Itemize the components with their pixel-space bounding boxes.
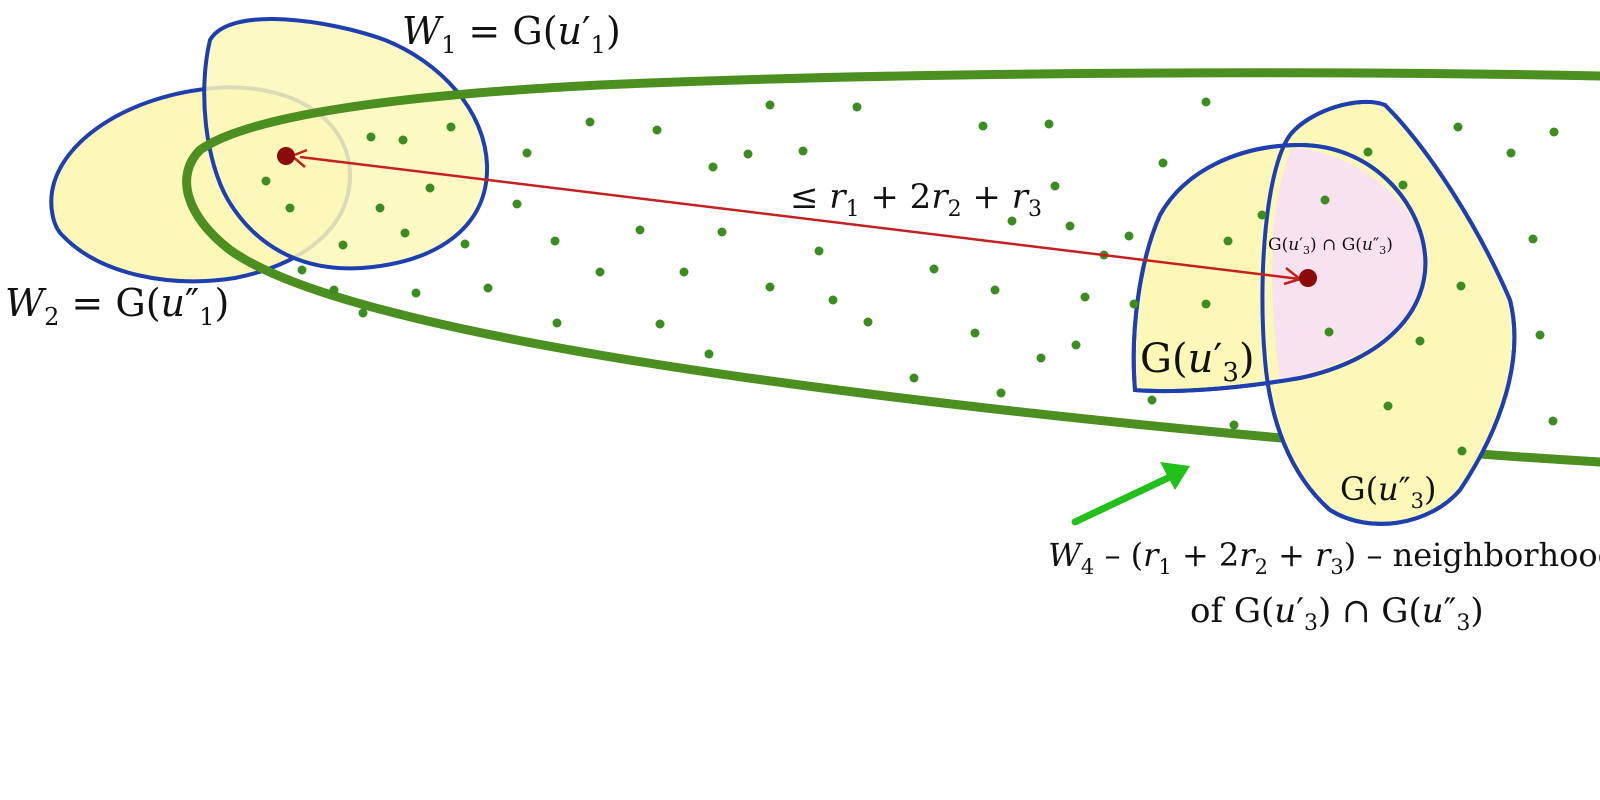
green-dot (929, 264, 939, 274)
green-dot (996, 388, 1006, 398)
label-w2: W2 = G(u″1) (5, 281, 229, 331)
label-w4-line2: of G(u′3) ∩ G(u″3) (1190, 591, 1484, 636)
green-dot (1201, 97, 1211, 107)
green-dot (679, 267, 689, 277)
green-dot (366, 132, 376, 142)
green-dot (261, 176, 271, 186)
green-dot (635, 225, 645, 235)
green-dot (765, 100, 775, 110)
green-dot (1080, 292, 1090, 302)
green-dot (704, 349, 714, 359)
green-arrow-icon (1071, 462, 1190, 526)
red-dot-icon (1299, 269, 1317, 287)
green-dot (1383, 401, 1393, 411)
green-dot (1147, 395, 1157, 405)
green-dot (1548, 416, 1558, 426)
green-dot (1453, 122, 1463, 132)
green-dot (512, 199, 522, 209)
green-dot (978, 121, 988, 131)
green-dot (1457, 446, 1467, 456)
green-dot (1528, 234, 1538, 244)
green-dot (1363, 147, 1373, 157)
green-dot (411, 288, 421, 298)
green-dot (909, 373, 919, 383)
green-dot (1506, 148, 1516, 158)
green-dot (338, 240, 348, 250)
green-dot (1456, 281, 1466, 291)
green-dot (1257, 210, 1267, 220)
green-dot (1065, 221, 1075, 231)
green-dot (863, 317, 873, 327)
green-dot (1124, 231, 1134, 241)
green-dot (522, 148, 532, 158)
green-dot (1398, 180, 1408, 190)
green-dot (655, 319, 665, 329)
green-dot (1158, 158, 1168, 168)
green-dot (1036, 353, 1046, 363)
green-dot (1229, 420, 1239, 430)
green-dot (483, 283, 493, 293)
green-dot (1050, 181, 1060, 191)
intersection-label: G(u′3) ∩ G(u″3) (1268, 235, 1393, 257)
green-dot (708, 162, 718, 172)
blob-g-u3-dprime-outline (1260, 99, 1517, 526)
green-dot (550, 236, 560, 246)
green-dot (1415, 336, 1425, 346)
green-dot (285, 203, 295, 213)
green-dot (717, 227, 727, 237)
blob-w1 (202, 17, 490, 271)
green-dot (297, 265, 307, 275)
green-dot (970, 328, 980, 338)
green-dot (1223, 236, 1233, 246)
green-dot (1071, 340, 1081, 350)
green-dot (652, 125, 662, 135)
green-dot (743, 149, 753, 159)
green-dot (425, 183, 435, 193)
label-g-u3-dprime: G(u″3) (1340, 470, 1436, 513)
label-g-u3-prime: G(u′3) (1140, 336, 1255, 388)
green-dot (375, 203, 385, 213)
green-dot (798, 146, 808, 156)
green-dot (398, 135, 408, 145)
green-dot (329, 285, 339, 295)
green-dot (828, 295, 838, 305)
green-dot (1007, 216, 1017, 226)
green-dot (1535, 330, 1545, 340)
red-dot-icon (277, 147, 295, 165)
label-w1: W1 = G(u′1) (402, 9, 621, 59)
green-dot (990, 285, 1000, 295)
intersection-region (1272, 148, 1425, 380)
green-dot (1201, 299, 1211, 309)
green-dot (1324, 327, 1334, 337)
green-dot (814, 246, 824, 256)
green-dot (765, 282, 775, 292)
green-dot (1044, 119, 1054, 129)
distance-label: ≤ r1 + 2r2 + r3 (790, 177, 1042, 222)
green-dot (585, 117, 595, 127)
neighborhood-w4 (182, 68, 1600, 467)
green-dot (1549, 127, 1559, 137)
green-dot (1320, 195, 1330, 205)
green-dot (358, 308, 368, 318)
green-dot (446, 122, 456, 132)
green-dot (400, 228, 410, 238)
green-dot (1129, 299, 1139, 309)
dot-cloud (261, 97, 1559, 456)
green-dot (552, 318, 562, 328)
green-dot (460, 239, 470, 249)
blob-g-u3-prime-outline (1131, 142, 1428, 394)
green-dot (852, 102, 862, 112)
green-dot (595, 267, 605, 277)
label-w4-line1: W4 – (r1 + 2r2 + r3) – neighborhood (1048, 536, 1600, 579)
